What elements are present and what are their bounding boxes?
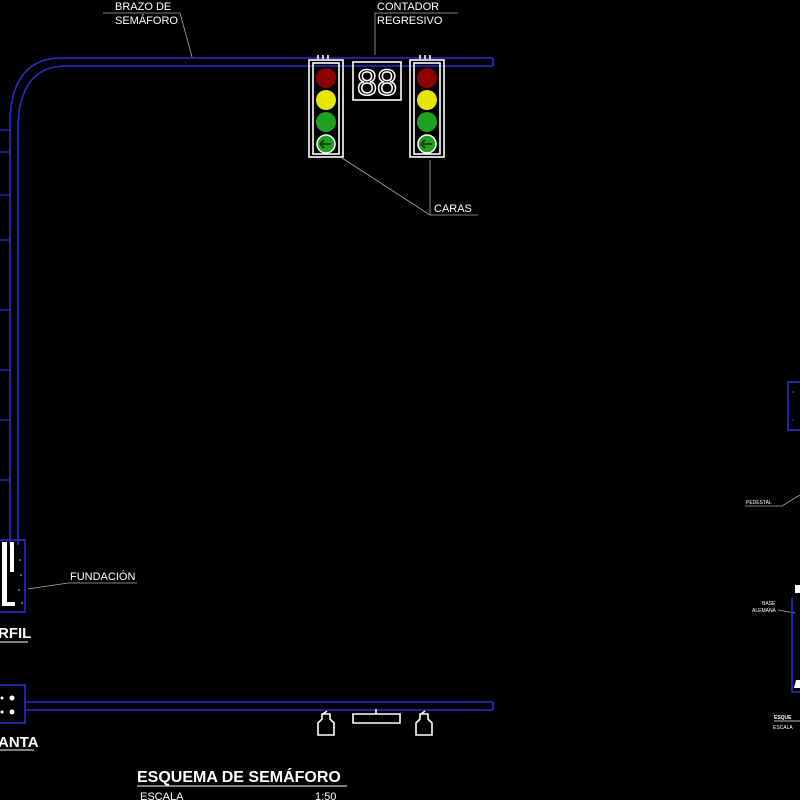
scale-label: ESCALA xyxy=(140,791,184,800)
plan-view-title: ANTA xyxy=(0,734,39,751)
red-light-icon xyxy=(316,68,336,88)
green-arrow-light-icon xyxy=(316,134,336,154)
yellow-light-icon xyxy=(417,90,437,110)
counter-plan-icon xyxy=(352,709,401,724)
semaphore-arm xyxy=(0,57,494,545)
counter-label-line2: REGRESIVO xyxy=(377,15,443,27)
green-light-icon xyxy=(417,112,437,132)
base-label-line1: BASE xyxy=(762,601,776,607)
right-scale: ESCALA xyxy=(773,725,793,731)
right-title: ESQUE xyxy=(774,715,792,721)
pedestal-label: PEDESTAL xyxy=(746,500,772,506)
arm-label-line1: BRAZO DE xyxy=(115,1,171,13)
traffic-light-left xyxy=(308,55,344,158)
foundation-profile: FUNDACIÓN RFIL xyxy=(0,539,137,643)
yellow-light-icon xyxy=(316,90,336,110)
countdown-counter: 88 xyxy=(352,61,402,104)
arm-label: BRAZO DE SEMÁFORO xyxy=(103,1,193,58)
drawing-title-block: ESQUEMA DE SEMÁFORO ESCALA 1:50 xyxy=(137,767,347,800)
counter-label: CONTADOR REGRESIVO xyxy=(374,1,458,55)
red-light-icon xyxy=(417,68,437,88)
scale-value: 1:50 xyxy=(315,791,336,800)
plan-view: ANTA xyxy=(0,684,494,751)
arm-label-line2: SEMÁFORO xyxy=(115,14,178,27)
drawing-title: ESQUEMA DE SEMÁFORO xyxy=(137,767,341,786)
pedestal-detail: PEDESTAL BASE ALEMANA ESQUE ESCALA xyxy=(745,381,800,731)
counter-label-line1: CONTADOR xyxy=(377,1,439,13)
profile-view-title: RFIL xyxy=(0,625,31,642)
traffic-light-plan-icon xyxy=(317,710,335,736)
faces-label-text: CARAS xyxy=(434,203,472,215)
faces-label: CARAS xyxy=(341,157,478,216)
green-light-icon xyxy=(316,112,336,132)
foundation-label: FUNDACIÓN xyxy=(70,570,135,583)
base-label-line2: ALEMANA xyxy=(752,608,777,614)
counter-display: 88 xyxy=(357,62,397,103)
green-arrow-light-icon xyxy=(417,134,437,154)
traffic-light-right xyxy=(409,55,445,158)
traffic-light-plan-icon xyxy=(415,710,433,736)
